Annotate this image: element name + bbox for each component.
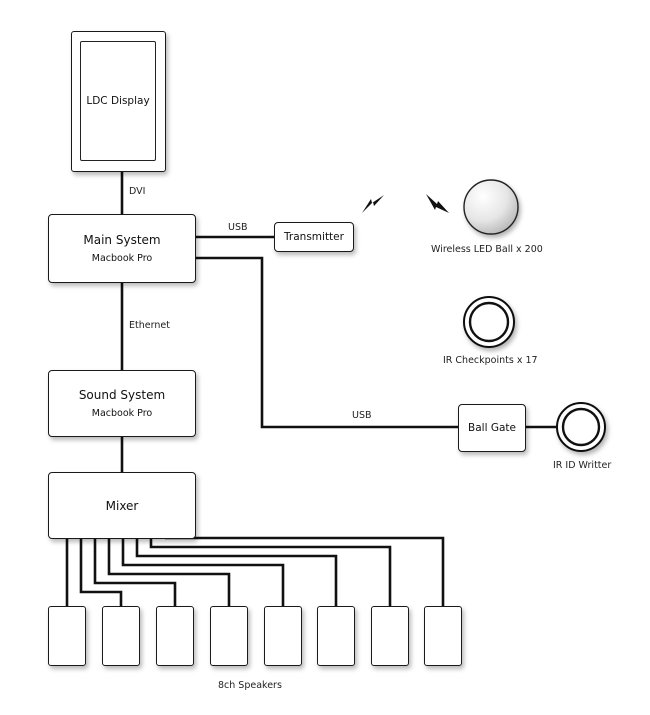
sound-system-subtitle: Macbook Pro	[91, 407, 153, 419]
speaker-3	[156, 606, 194, 666]
dvi-label: DVI	[129, 186, 146, 197]
ir-id-writer-label: IR ID Writter	[553, 460, 612, 471]
ethernet-label: Ethernet	[129, 320, 170, 331]
wireless-led-ball-label: Wireless LED Ball x 200	[431, 244, 543, 255]
speaker-6	[317, 606, 355, 666]
speaker-4	[210, 606, 248, 666]
sound-system-box: Sound System Macbook Pro	[48, 370, 196, 437]
speaker-wire-6	[135, 539, 338, 606]
speaker-7	[371, 606, 409, 666]
ball-gate-box: Ball Gate	[458, 404, 526, 452]
sound-system-title: Sound System	[78, 387, 166, 402]
mixer-label: Mixer	[105, 498, 139, 513]
transmitter-box: Transmitter	[274, 222, 354, 252]
ir-checkpoints-label: IR Checkpoints x 17	[443, 355, 538, 366]
ball-gate-label: Ball Gate	[468, 422, 516, 434]
mixer-box: Mixer	[48, 472, 196, 539]
main-system-subtitle: Macbook Pro	[91, 252, 153, 264]
wireless-led-ball-icon	[463, 179, 519, 235]
speaker-2	[102, 606, 140, 666]
wireless-signal-icon-right	[426, 194, 449, 213]
speaker-wire-3	[93, 539, 177, 606]
speaker-wire-2	[79, 539, 123, 606]
main-system-box: Main System Macbook Pro	[48, 214, 196, 283]
speaker-8	[424, 606, 462, 666]
speaker-5	[264, 606, 302, 666]
speaker-wire-7	[149, 539, 392, 606]
wireless-signal-icon-left	[362, 195, 384, 213]
speaker-wires	[65, 536, 445, 606]
usb-ball-gate-label: USB	[352, 410, 372, 421]
speaker-1	[48, 606, 86, 666]
usb-ball-gate-line	[196, 256, 458, 429]
lcd-display	[71, 31, 166, 172]
transmitter-label: Transmitter	[284, 231, 344, 243]
lcd-display-screen: LDC Display	[80, 41, 156, 161]
speakers-label: 8ch Speakers	[218, 680, 282, 691]
lcd-display-label: LDC Display	[86, 95, 150, 107]
main-system-title: Main System	[83, 232, 161, 247]
speaker-wire-4	[107, 539, 231, 606]
speaker-wire-5	[121, 539, 285, 606]
usb-transmitter-label: USB	[228, 222, 248, 233]
